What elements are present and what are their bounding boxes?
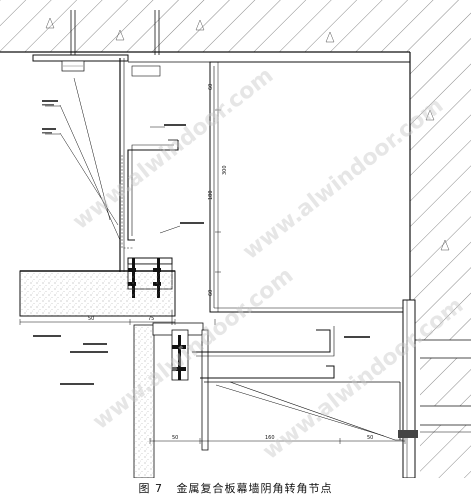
watermark-text-1: www.alwindoor.com [68, 63, 278, 235]
bottom-dimension-labels: 50 160 50 [172, 435, 373, 441]
right-vertical-panel [398, 299, 418, 478]
slab-dimension-labels: 50 75 [88, 316, 154, 322]
slab-dim-2: 75 [148, 316, 154, 322]
inner-panel-frame [119, 58, 411, 313]
bottom-dim-1: 50 [172, 435, 178, 441]
dim-label-4: 60 [208, 290, 214, 296]
dim-label-2: 300 [222, 165, 228, 175]
leader-lines [45, 77, 181, 241]
corner-node-diagram: 60 300 180 60 50 160 50 50 75 www.alwind… [0, 0, 471, 478]
right-dimension-labels: 60 300 180 60 [208, 84, 228, 296]
concrete-column [133, 324, 155, 478]
concrete-slab [19, 270, 176, 317]
bottom-dimensions [149, 438, 406, 444]
figure-label: 图 7 [138, 482, 163, 495]
figure-caption: 图 7 金属复合板幕墙阴角转角节点 [0, 478, 471, 499]
right-dimensions [215, 61, 221, 313]
channel-profile [121, 139, 179, 249]
horizontal-panel [192, 326, 405, 441]
hanger-rods [70, 10, 160, 55]
bottom-dim-3: 50 [367, 435, 373, 441]
top-bracket [32, 54, 161, 77]
dim-label-1: 60 [208, 84, 214, 90]
annotation-labels [33, 100, 370, 385]
lower-bracket [152, 310, 209, 451]
slab-dimensions [19, 319, 216, 325]
dim-label-3: 180 [208, 190, 214, 200]
figure-title: 金属复合板幕墙阴角转角节点 [176, 482, 333, 495]
slab-dim-1: 50 [88, 316, 94, 322]
ceiling-slab [0, 0, 471, 53]
bottom-dim-2: 160 [265, 435, 275, 441]
